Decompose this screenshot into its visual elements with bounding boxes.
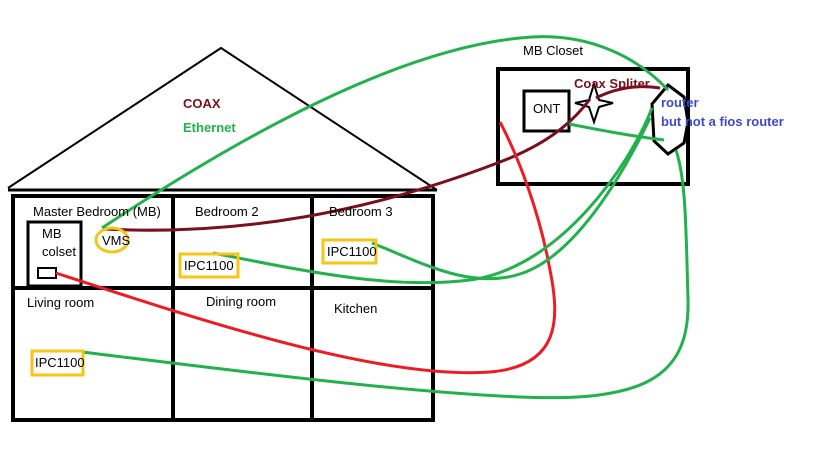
vms-device-ring: [94, 226, 130, 254]
room-label-mb-closet-line2: colset: [42, 244, 76, 259]
ont-label: ONT: [533, 101, 561, 116]
room-label-kitchen: Kitchen: [334, 301, 377, 316]
red-cable-mbcloset-to-ont: [55, 121, 557, 375]
ipc-living-box: [30, 349, 85, 377]
legend-ethernet-label: Ethernet: [183, 120, 236, 135]
ethernet-cable-bedroom3-to-router: [371, 117, 652, 281]
room-label-master-bedroom: Master Bedroom (MB): [33, 204, 161, 219]
room-label-living-room: Living room: [27, 295, 94, 310]
house-body: [11, 194, 435, 422]
splitter-label: Coax Spliter: [574, 76, 650, 91]
router-label-line1: router: [661, 95, 699, 110]
ethernet-cable-bedroom2-to-router: [212, 107, 654, 285]
room-label-bedroom2: Bedroom 2: [195, 204, 259, 219]
room-label-dining-room: Dining room: [206, 294, 276, 309]
mb-closet-box: [26, 220, 83, 288]
ipc-bedroom3-label: IPC1100: [327, 244, 377, 259]
coax-cable-splitter-to-router: [595, 85, 661, 100]
legend-coax-label: COAX: [183, 96, 221, 111]
room-label-bedroom3: Bedroom 3: [329, 204, 393, 219]
ethernet-cable-ont-to-router: [568, 122, 665, 142]
ipc-bedroom2-label: IPC1100: [184, 258, 234, 273]
house-roof: [7, 46, 438, 191]
ipc-bedroom3-box: [321, 238, 378, 265]
ont-box: [522, 89, 571, 133]
coax-cable-vms-to-splitter: [103, 98, 592, 232]
ipc-bedroom2-box: [178, 252, 240, 279]
ipc-living-label: IPC1100: [35, 355, 85, 370]
ethernet-cable-living-to-router: [81, 149, 690, 400]
ethernet-cable-vms-to-router: [101, 35, 670, 230]
mb-closet-jack: [37, 267, 57, 279]
closet-title: MB Closet: [523, 43, 583, 58]
vms-label: VMS: [102, 233, 131, 248]
splitter-star-icon: [574, 80, 614, 126]
router-label-line2: but not a fios router: [661, 114, 784, 129]
room-label-mb-closet-line1: MB: [42, 226, 62, 241]
